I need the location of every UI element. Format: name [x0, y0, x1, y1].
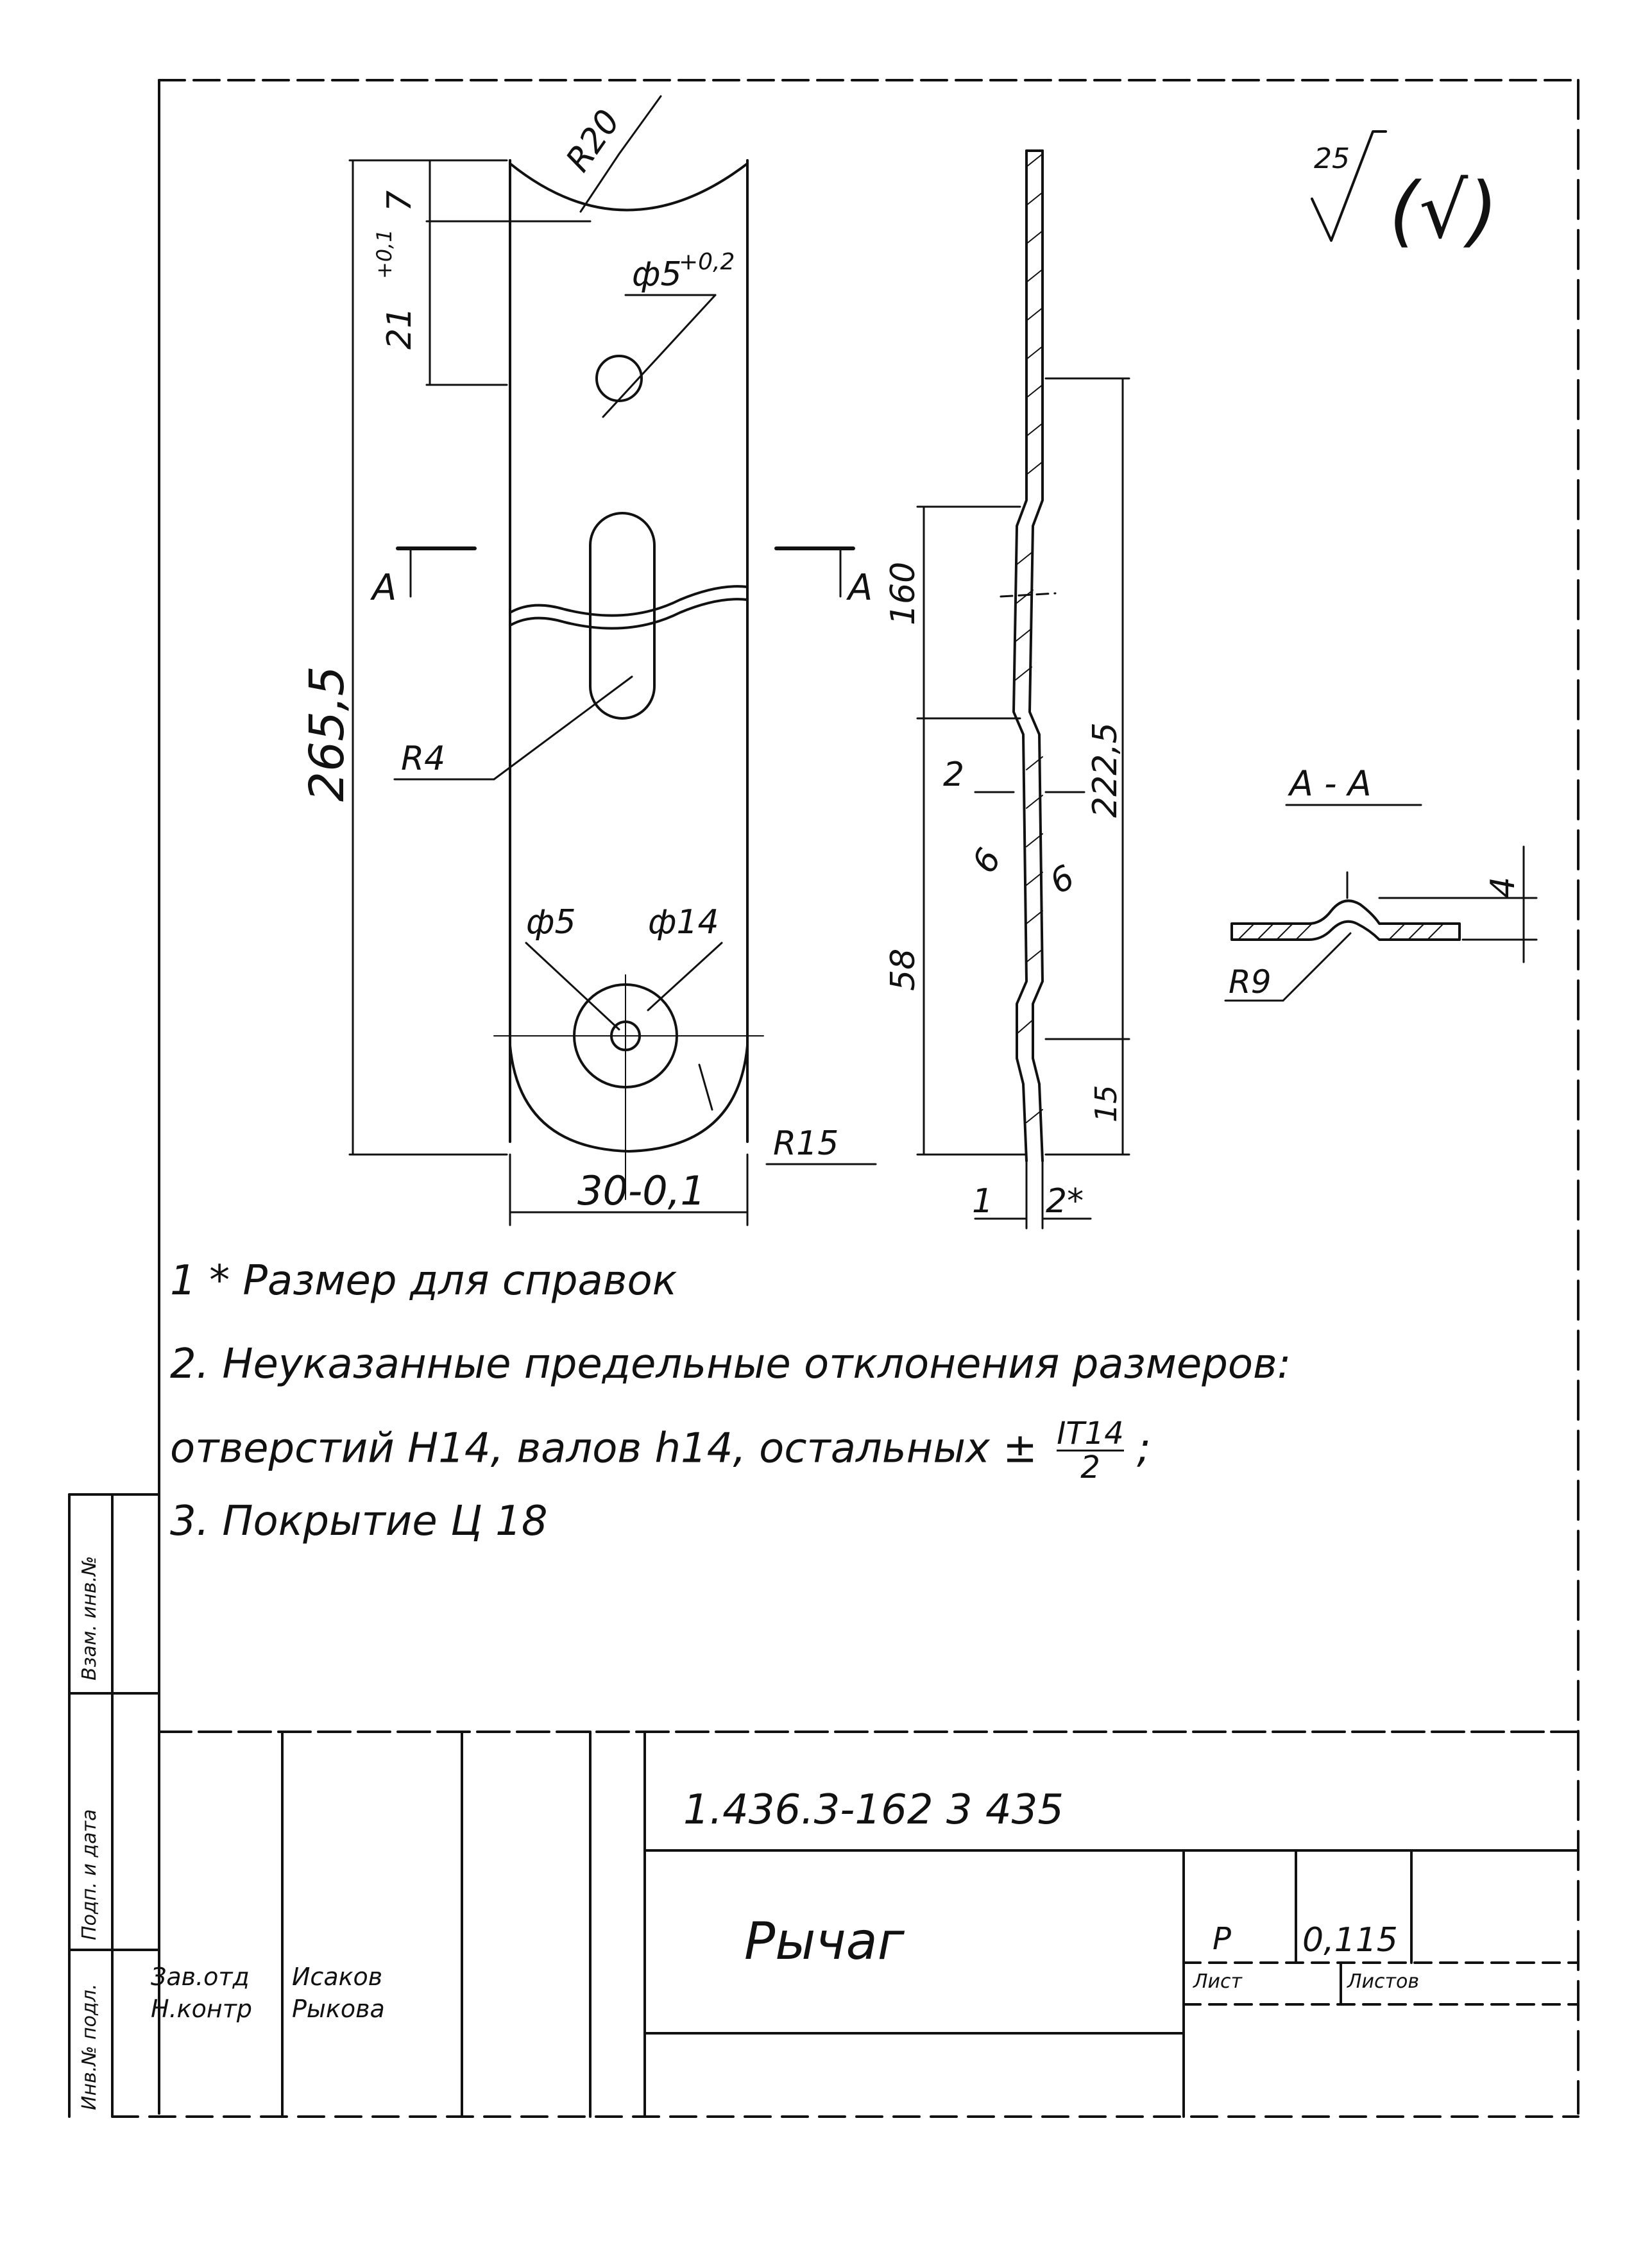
note-2-fraction: IT14 2: [1057, 1418, 1124, 1484]
section-title: A - A: [1288, 763, 1372, 804]
section-mark-left: A: [370, 567, 396, 609]
lever-front-view: [393, 95, 877, 1200]
r20-label: R20: [559, 103, 628, 179]
lever-side-view: [1000, 149, 1057, 1162]
part-name: Рычаг: [744, 1911, 905, 1971]
role-2: Н.контр: [151, 1995, 252, 2023]
phi14-label: ф14: [648, 903, 719, 942]
r4-label: R4: [401, 740, 445, 778]
width-label: 30-0,1: [577, 1167, 706, 1214]
dim-6a: 6: [965, 842, 1009, 880]
side-label-replaced-inv: Взам. инв.№: [78, 1555, 101, 1680]
side-label-sign-date: Подп. и дата: [78, 1809, 101, 1940]
dim-222-5: 222,5: [1086, 722, 1125, 818]
letter-cell: Р: [1213, 1921, 1231, 1957]
hole-small-tol: +0,2: [679, 249, 735, 275]
overall-length-label: 265,5: [300, 666, 355, 802]
hole-small-label: ф5: [632, 255, 682, 294]
name-1: Исаков: [292, 1963, 383, 1991]
dim-2-star: 2*: [1046, 1182, 1084, 1221]
section-a-a: A - A 4 R9: [1224, 763, 1538, 1002]
section-r9: R9: [1229, 963, 1272, 1001]
dim-1: 1: [972, 1182, 993, 1221]
note-3: 3. Покрытие Ц 18: [170, 1498, 548, 1545]
side-dimension-lines: [916, 377, 1130, 1230]
dim-6b: 6: [1044, 858, 1082, 902]
role-1: Зав.отд: [151, 1963, 250, 1991]
mass-value: 0,115: [1302, 1921, 1398, 1959]
sheet-frame: [68, 79, 1579, 2118]
dim-15: 15: [1089, 1085, 1123, 1122]
main-dimension-lines: [348, 159, 855, 1226]
note-2: 2. Неуказанные предельные отклонения раз…: [170, 1341, 1291, 1388]
section-mark-right: A: [846, 567, 873, 609]
dim-58: 58: [884, 949, 923, 991]
dim-21-tol: +0,1: [372, 229, 396, 279]
roughness-symbol: 25 (√): [1311, 130, 1498, 256]
dim-7: 7: [380, 190, 419, 212]
side-label-inv-number: Инв.№ подл.: [78, 1983, 101, 2110]
note-1: 1 * Размер для справок: [170, 1257, 677, 1305]
dim-2: 2: [943, 756, 964, 794]
note-2-fraction-den: 2: [1080, 1450, 1100, 1486]
roughness-bracket: (√): [1389, 167, 1498, 256]
dim-160: 160: [884, 562, 923, 625]
sheet-label: Лист: [1193, 1970, 1243, 1993]
document-number: 1.436.3-162 3 435: [683, 1786, 1064, 1834]
note-2-fraction-num: IT14: [1057, 1416, 1124, 1452]
section-dim-4: 4: [1484, 877, 1522, 898]
dim-21: 21: [380, 307, 419, 350]
note-2-tolerances: отверстий H14, валов h14, остальных ± IT…: [170, 1418, 1151, 1484]
title-block-lines: [158, 1731, 1579, 2118]
note-2-tolerances-text: отверстий H14, валов h14, остальных ±: [170, 1425, 1037, 1473]
phi5-label: ф5: [526, 903, 576, 942]
sheets-label: Листов: [1347, 1970, 1420, 1993]
r15-label: R15: [773, 1124, 839, 1163]
roughness-value: 25: [1314, 142, 1350, 175]
name-2: Рыкова: [292, 1995, 385, 2023]
note-2-semicolon: ;: [1137, 1425, 1151, 1473]
